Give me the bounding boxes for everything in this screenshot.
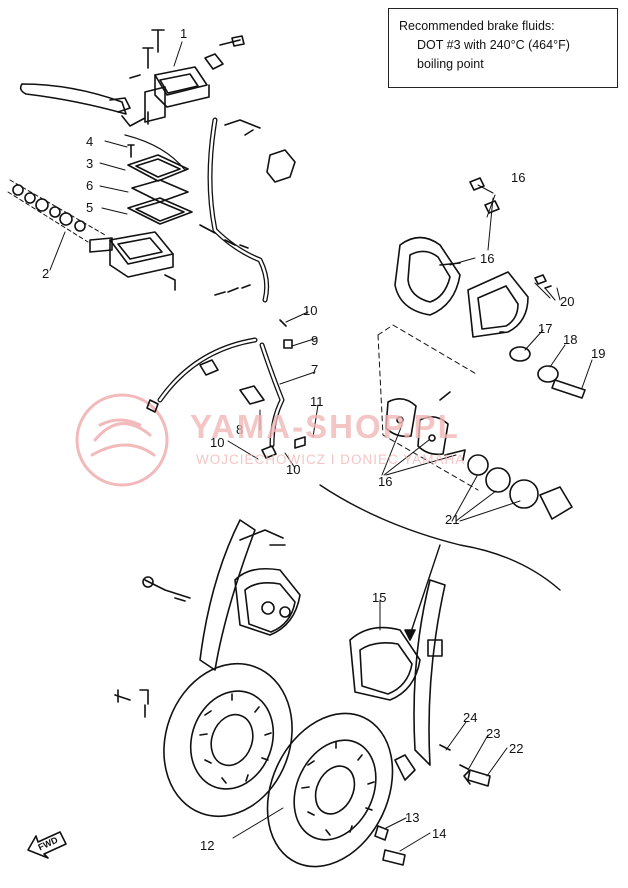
callout-3: 3 bbox=[86, 156, 93, 171]
callout-8: 8 bbox=[236, 422, 243, 437]
callout-22: 22 bbox=[509, 741, 523, 756]
callout-10-left: 10 bbox=[210, 435, 224, 450]
brake-disc-left bbox=[163, 662, 293, 818]
watermark-title: YAMA-SHOP.PL bbox=[190, 408, 460, 445]
callout-20: 20 bbox=[560, 294, 574, 309]
callout-5: 5 bbox=[86, 200, 93, 215]
callout-16-bottom: 16 bbox=[378, 474, 392, 489]
callout-23: 23 bbox=[486, 726, 500, 741]
callout-1: 1 bbox=[180, 26, 187, 41]
caliper-exploded bbox=[319, 177, 586, 641]
callout-9: 9 bbox=[311, 333, 318, 348]
callout-11: 11 bbox=[310, 394, 324, 409]
watermark-logo bbox=[75, 393, 169, 487]
fwd-arrow-icon: FWD bbox=[27, 831, 67, 859]
piston-kit-icon bbox=[7, 179, 106, 243]
callout-10-right: 10 bbox=[286, 462, 300, 477]
reservoir-cap-icon bbox=[154, 66, 208, 96]
brake-disc-right bbox=[266, 712, 394, 868]
leader-lines bbox=[49, 41, 593, 852]
callout-18: 18 bbox=[563, 332, 577, 347]
brake-fluid-note: Recommended brake fluids: DOT #3 with 24… bbox=[388, 8, 618, 88]
master-cylinder-body-icon bbox=[144, 86, 166, 123]
callout-21: 21 bbox=[445, 512, 459, 527]
note-line-1: Recommended brake fluids: bbox=[399, 19, 555, 33]
callout-2: 2 bbox=[42, 266, 49, 281]
brake-hoses bbox=[146, 117, 306, 459]
callout-16-top: 16 bbox=[511, 170, 525, 185]
left-fork-assembly bbox=[114, 519, 301, 718]
callout-10-top: 10 bbox=[303, 303, 317, 318]
note-line-3: boiling point bbox=[417, 57, 484, 71]
callout-7: 7 bbox=[311, 362, 318, 377]
master-cylinder-assembly bbox=[7, 29, 245, 291]
right-fork-assembly bbox=[349, 579, 491, 866]
callout-4: 4 bbox=[86, 134, 93, 149]
brake-lever-icon bbox=[19, 83, 127, 115]
callout-24: 24 bbox=[463, 710, 477, 725]
callout-14: 14 bbox=[432, 826, 446, 841]
callout-19: 19 bbox=[591, 346, 605, 361]
callout-6: 6 bbox=[86, 178, 93, 193]
callout-labels: 1 2 3 4 5 6 7 8 9 10 10 10 11 12 13 14 1… bbox=[42, 26, 605, 853]
watermark-subtitle: WOJCIECHOWICZ I DONIEC YAMAHA bbox=[196, 452, 466, 467]
callout-15: 15 bbox=[372, 590, 386, 605]
callout-17: 17 bbox=[538, 321, 552, 336]
note-line-2: DOT #3 with 240°C (464°F) bbox=[417, 38, 570, 52]
callout-13: 13 bbox=[405, 810, 419, 825]
callout-12: 12 bbox=[200, 838, 214, 853]
callout-16-mid: 16 bbox=[480, 251, 494, 266]
